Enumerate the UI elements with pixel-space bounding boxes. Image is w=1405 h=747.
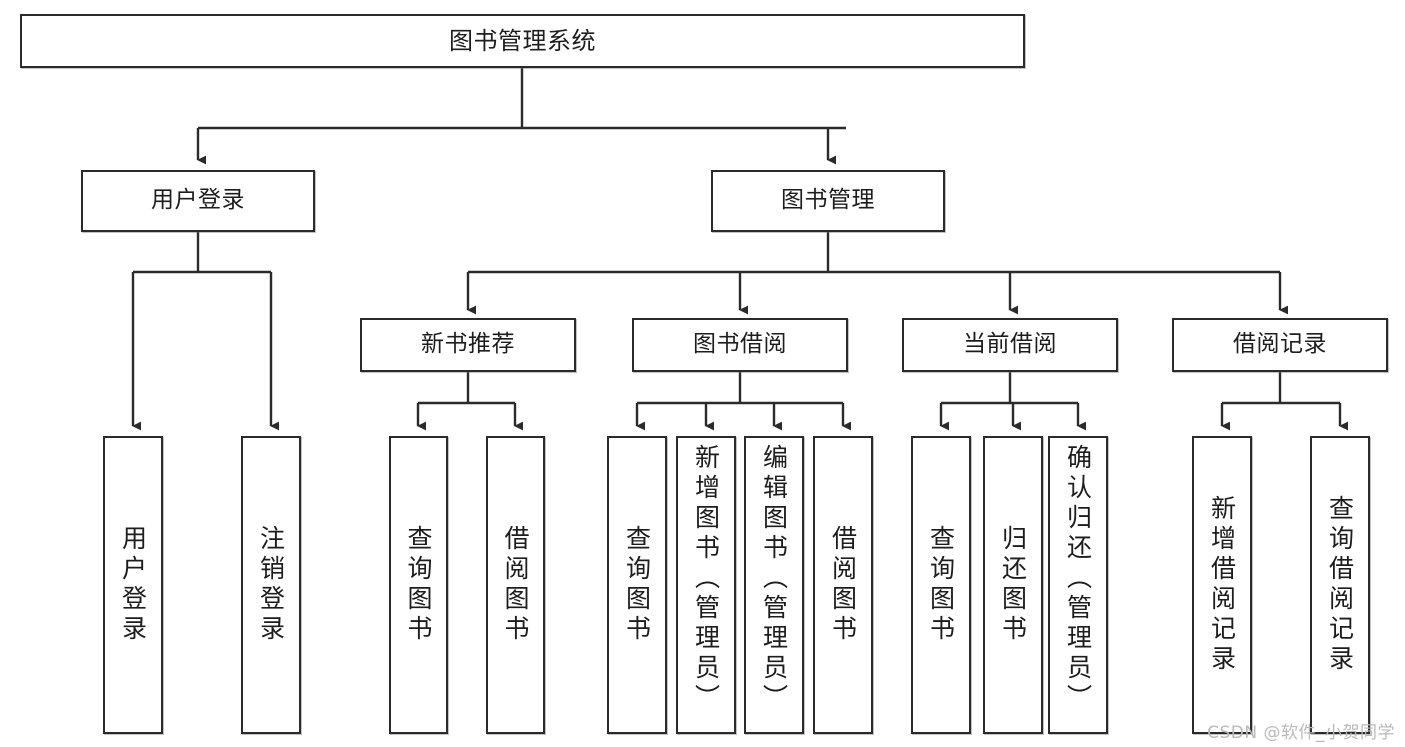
node-book-manage[interactable]: 图书管理 — [711, 170, 945, 232]
leaf-borrow-book-1[interactable]: 借阅图书 — [486, 436, 545, 734]
leaf-query-record[interactable]: 查询借阅记录 — [1310, 436, 1370, 734]
node-borrow-record-label: 借阅记录 — [1233, 331, 1327, 358]
node-root-system[interactable]: 图书管理系统 — [20, 14, 1025, 68]
leaf-return-book[interactable]: 归还图书 — [983, 436, 1043, 734]
leaf-confirm-return-label: 确认归还（管理员） — [1063, 444, 1093, 714]
leaf-logout[interactable]: 注销登录 — [241, 436, 301, 734]
leaf-confirm-return[interactable]: 确认归还（管理员） — [1048, 436, 1108, 734]
leaf-borrow-book-1-label: 借阅图书 — [501, 525, 530, 645]
node-new-book-recommend[interactable]: 新书推荐 — [360, 318, 576, 372]
leaf-edit-book-label: 编辑图书（管理员） — [759, 444, 789, 714]
node-book-borrow[interactable]: 图书借阅 — [632, 318, 848, 372]
leaf-query-book-3-label: 查询图书 — [926, 525, 956, 645]
leaf-return-book-label: 归还图书 — [998, 525, 1028, 645]
leaf-query-book-1-label: 查询图书 — [404, 525, 433, 645]
node-book-borrow-label: 图书借阅 — [693, 331, 787, 358]
node-current-borrow[interactable]: 当前借阅 — [902, 318, 1118, 372]
node-root-system-label: 图书管理系统 — [449, 26, 596, 55]
leaf-borrow-book-2[interactable]: 借阅图书 — [813, 436, 873, 734]
leaf-add-record[interactable]: 新增借阅记录 — [1192, 436, 1252, 734]
leaf-user-login-label: 用户登录 — [118, 525, 148, 645]
leaf-query-book-1[interactable]: 查询图书 — [389, 436, 448, 734]
leaf-borrow-book-2-label: 借阅图书 — [828, 525, 858, 645]
leaf-query-record-label: 查询借阅记录 — [1325, 495, 1355, 675]
node-current-borrow-label: 当前借阅 — [963, 331, 1057, 358]
leaf-query-book-3[interactable]: 查询图书 — [911, 436, 971, 734]
leaf-logout-label: 注销登录 — [256, 525, 286, 645]
leaf-query-book-2[interactable]: 查询图书 — [607, 436, 667, 734]
node-new-book-recommend-label: 新书推荐 — [421, 331, 515, 358]
node-book-manage-label: 图书管理 — [781, 187, 875, 214]
leaf-user-login[interactable]: 用户登录 — [103, 436, 163, 734]
csdn-watermark: CSDN @软件_小贺同学 — [1207, 723, 1395, 743]
leaf-query-book-2-label: 查询图书 — [622, 525, 652, 645]
leaf-add-book-label: 新增图书（管理员） — [691, 444, 721, 714]
node-borrow-record[interactable]: 借阅记录 — [1172, 318, 1388, 372]
leaf-edit-book[interactable]: 编辑图书（管理员） — [744, 436, 804, 734]
node-user-login[interactable]: 用户登录 — [81, 170, 315, 232]
leaf-add-record-label: 新增借阅记录 — [1207, 495, 1237, 675]
leaf-add-book[interactable]: 新增图书（管理员） — [676, 436, 736, 734]
node-user-login-label: 用户登录 — [151, 187, 245, 214]
